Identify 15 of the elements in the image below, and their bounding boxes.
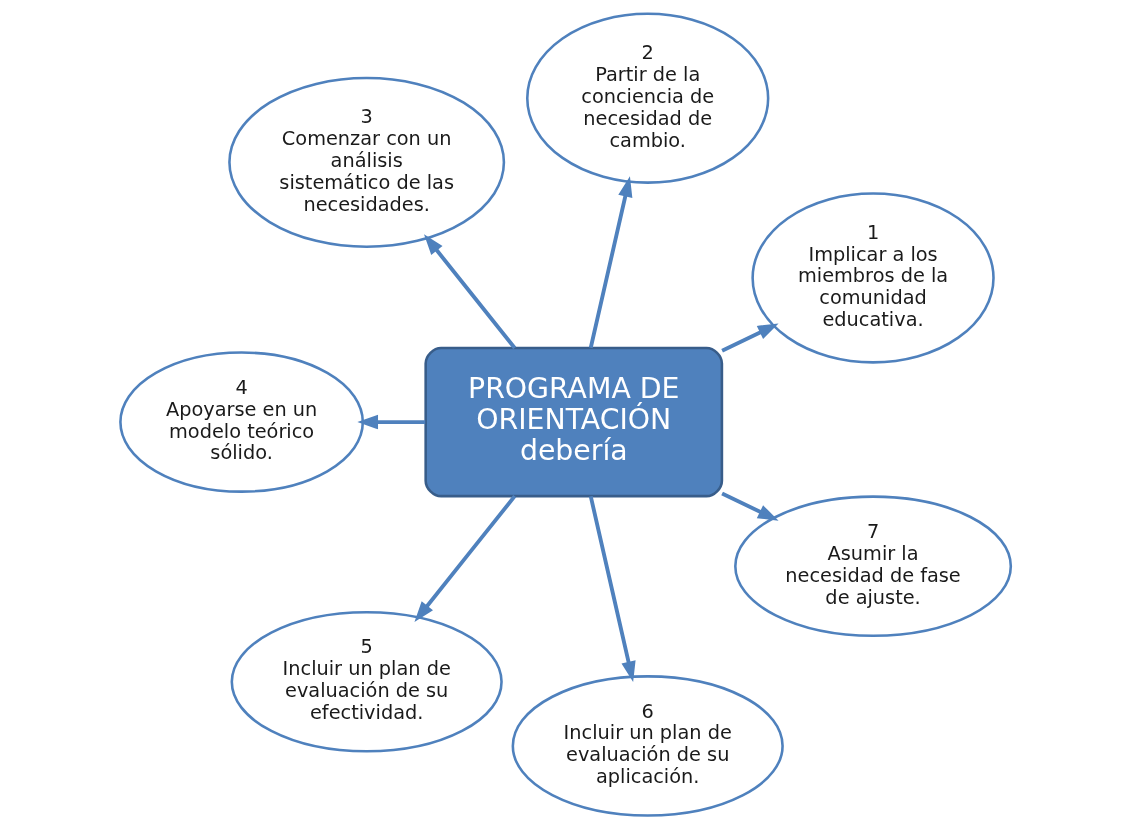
- arrow: [588, 495, 636, 683]
- node-ellipse: 7 Asumir la necesidad de fase de ajuste.: [734, 495, 1013, 638]
- node-box: PROGRAMA DE ORIENTACIÓN debería: [424, 346, 724, 498]
- node-ellipse: 6 Incluir un plan de evaluación de su aplicación.: [511, 675, 784, 817]
- arrow: [721, 323, 779, 353]
- arrow: [424, 234, 517, 350]
- arrow: [721, 491, 779, 521]
- node-ellipse: 2 Partir de la conciencia de necesidad de cambio.: [526, 12, 770, 184]
- node-ellipse: 1 Implicar a los miembros de la comunidad educativa.: [751, 192, 995, 364]
- node-ellipse: 5 Incluir un plan de evaluación de su efectividad.: [230, 610, 503, 753]
- arrow: [357, 414, 426, 430]
- node-ellipse: 3 Comenzar con un análisis sistemático de las necesidades.: [228, 76, 506, 249]
- arrow: [414, 494, 517, 622]
- node-ellipse: 4 Apoyarse en un modelo teórico sólido.: [119, 351, 365, 493]
- arrow: [588, 176, 633, 349]
